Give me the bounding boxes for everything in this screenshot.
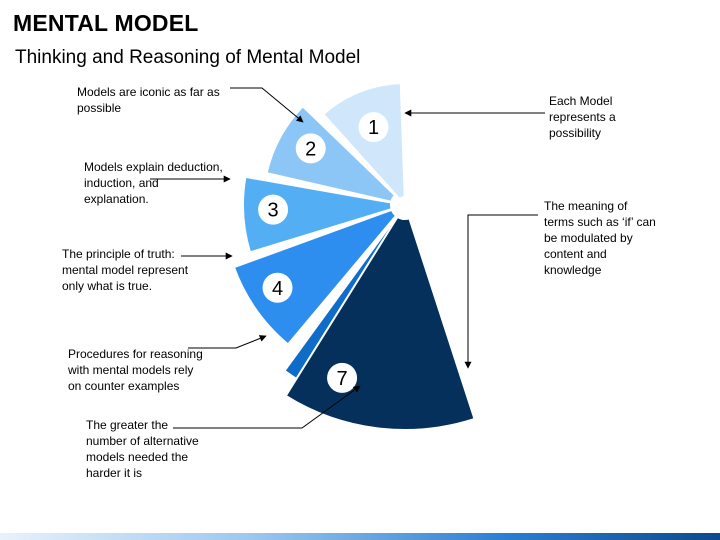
bottom-accent-bar xyxy=(0,533,720,540)
segment-badge-7 xyxy=(327,362,358,393)
note-2: Models are iconic as far as possible xyxy=(77,85,220,115)
note-5: Procedures for reasoning with mental mod… xyxy=(68,347,203,393)
connector-5 xyxy=(188,335,267,349)
segment-3 xyxy=(242,175,393,254)
connector-6 xyxy=(173,385,361,429)
segment-number-4: 4 xyxy=(272,278,283,300)
segment-badge-2 xyxy=(295,133,326,164)
note-3: Models explain deduction, induction, and… xyxy=(84,160,223,206)
note-1: Each Model represents a possibility xyxy=(549,94,616,140)
segments-layer: 1234567 xyxy=(232,82,476,431)
segment-1 xyxy=(321,82,406,201)
segment-badge-3 xyxy=(258,194,289,225)
segment-number-3: 3 xyxy=(268,200,279,222)
segment-badge-1 xyxy=(358,112,389,143)
segment-number-1: 1 xyxy=(368,117,379,139)
note-7: The meaning of terms such as ‘if’ can be… xyxy=(544,199,656,277)
page-subtitle: Thinking and Reasoning of Mental Model xyxy=(15,47,361,68)
segment-badge-4 xyxy=(262,272,293,303)
connectors-layer xyxy=(150,87,545,429)
note-6: The greater the number of alternative mo… xyxy=(86,418,199,480)
segment-4 xyxy=(232,208,398,346)
page-title: MENTAL MODEL xyxy=(13,10,199,36)
segment-number-7: 7 xyxy=(337,368,348,390)
connector-2 xyxy=(230,87,304,123)
note-4: The principle of truth: mental model rep… xyxy=(62,247,189,293)
connector-7 xyxy=(464,214,538,369)
segment-number-2: 2 xyxy=(305,138,316,160)
segment-2 xyxy=(265,104,397,204)
